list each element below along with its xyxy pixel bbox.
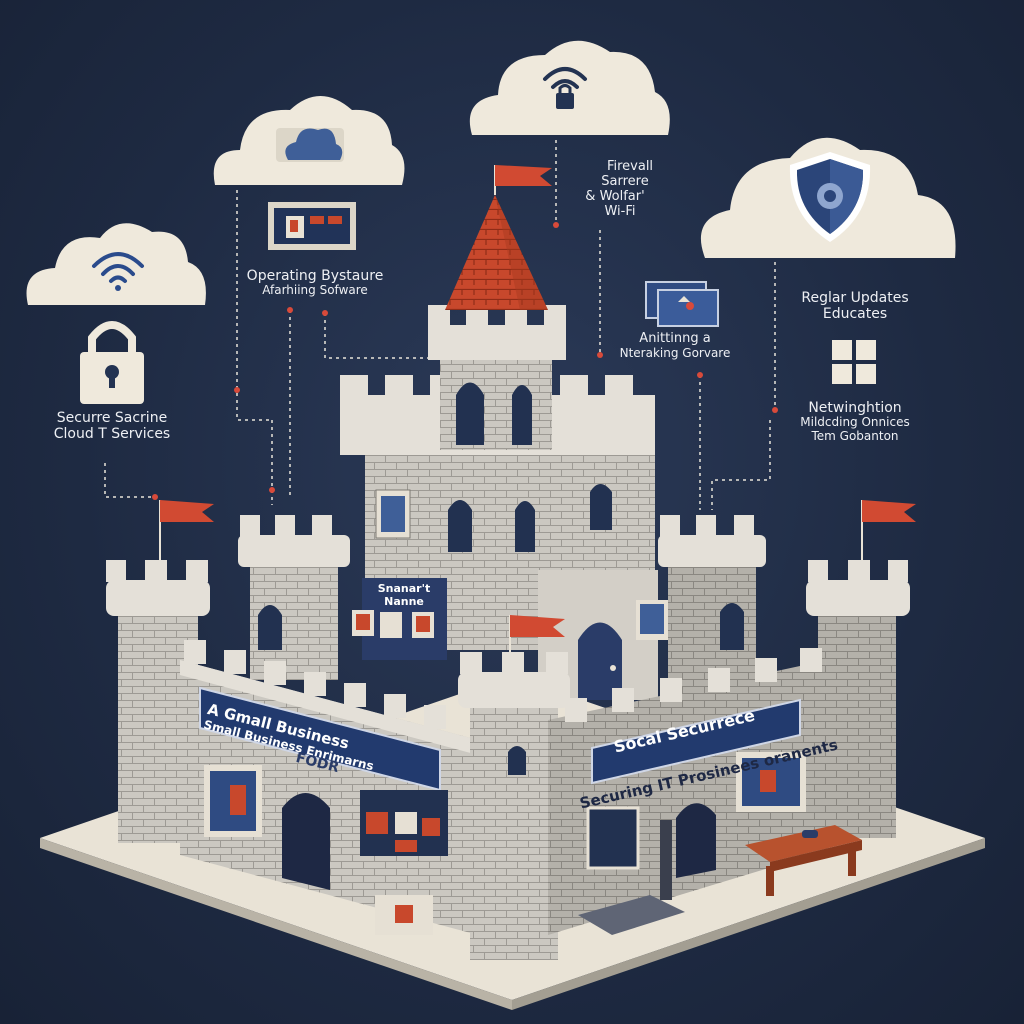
wifi-lock-icon	[543, 67, 587, 109]
keep-sign-line2: Nanne	[384, 595, 424, 608]
annotation-antivirus: Anittinng a Nteraking Gorvare	[595, 331, 755, 361]
annotation-networking-line1: Netwinghtion	[808, 400, 902, 416]
tower-front-center	[458, 652, 570, 960]
annotation-firewall-line3: & Wolfar'	[585, 188, 645, 204]
annotation-operating-systems-line1: Operating Bystaure	[246, 268, 384, 284]
wall-left-front	[180, 640, 478, 935]
tower-far-right	[806, 500, 916, 838]
center-door-block	[509, 570, 668, 700]
keep-sign-line1: Snanar't	[377, 582, 431, 595]
desk	[745, 825, 862, 896]
annotation-updates-line2: Educates	[822, 306, 888, 323]
wall-right-front	[548, 648, 828, 935]
tower-left-back	[238, 515, 350, 680]
annotation-antivirus-line2: Nteraking Gorvare	[619, 345, 731, 360]
annotation-cloud-services-line1: Securre Sacrine	[56, 410, 168, 426]
monitor-icon	[645, 281, 719, 327]
keep-sign: Snanar't Nanne	[368, 582, 440, 608]
annotation-networking-line2: Mildcding Onnices	[800, 415, 910, 430]
keyboard	[578, 895, 685, 935]
padlock-icon	[80, 321, 144, 404]
annotation-operating-systems: Operating Bystaure Afarhiing Sofware	[210, 268, 420, 298]
connector-markers	[152, 222, 778, 500]
annotation-cloud-services-line2: Cloud T Services	[53, 426, 171, 443]
annotation-updates: Reglar Updates Educates	[770, 290, 940, 322]
shield-gear-icon	[789, 152, 871, 242]
annotation-updates-line1: Reglar Updates	[801, 290, 909, 306]
windows-icon	[832, 340, 876, 384]
top-tower	[428, 165, 566, 450]
annotation-firewall: Firevall Sarrere & Wolfar' Wi-Fi	[560, 159, 670, 220]
annotation-antivirus-line1: Anittinng a	[639, 331, 711, 346]
annotation-firewall-line2: Sarrere	[601, 173, 649, 189]
annotation-cloud-services: Securre Sacrine Cloud T Services	[22, 410, 202, 442]
annotation-firewall-line4: Wi-Fi	[604, 203, 636, 219]
laptop-icon	[268, 202, 356, 250]
annotation-networking-line3: Tem Gobanton	[811, 428, 899, 443]
annotation-operating-systems-line2: Afarhiing Sofware	[262, 283, 368, 298]
annotation-firewall-line1: Firevall	[606, 159, 654, 174]
annotation-networking: Netwinghtion Mildcding Onnices Tem Goban…	[775, 400, 935, 444]
box-package	[375, 895, 433, 935]
wifi-icon	[92, 252, 144, 291]
cloud-icon	[276, 128, 344, 162]
